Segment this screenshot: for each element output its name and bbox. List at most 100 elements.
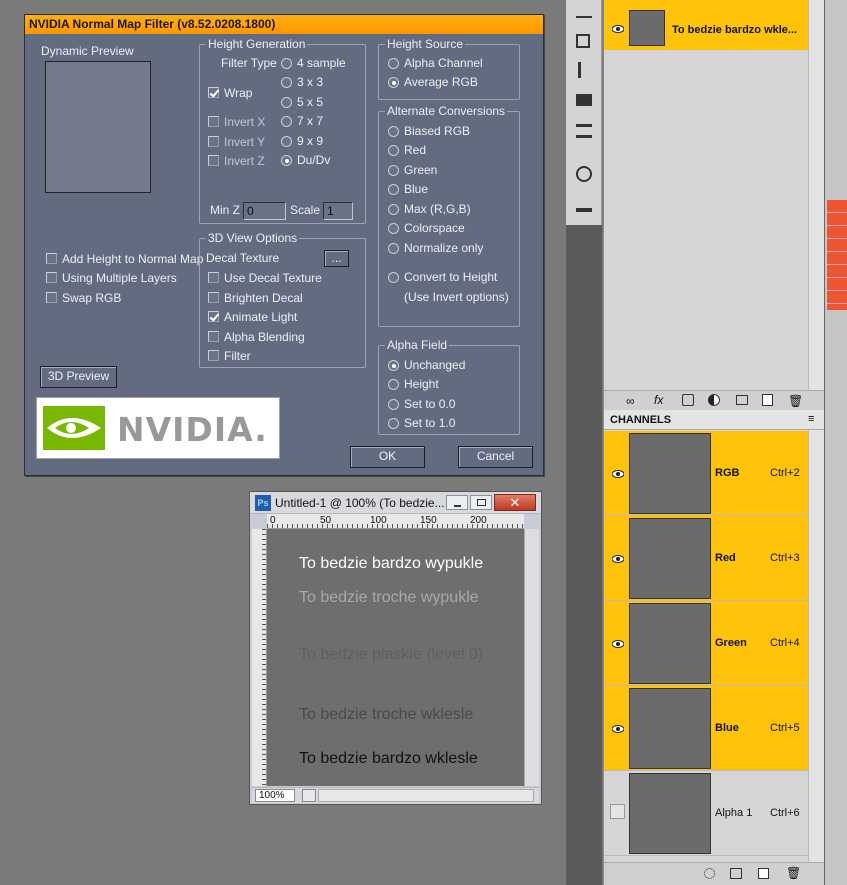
adjust-tools-icon[interactable] (576, 166, 592, 182)
stamp-tool-icon[interactable] (576, 198, 592, 212)
layer-name[interactable]: To bedzie bardzo wkle... (672, 24, 798, 36)
conv-radio-green[interactable] (388, 165, 399, 176)
canvas-text-line-2: To bedzie troche wypukle (299, 589, 479, 606)
filter-label-3x3: 3 x 3 (297, 75, 324, 89)
channel-row-red[interactable]: Red Ctrl+3 (604, 516, 809, 601)
link-layers-icon[interactable]: ∞ (626, 394, 635, 408)
channel-row-rgb[interactable]: RGB Ctrl+2 (604, 431, 809, 516)
ok-button[interactable]: OK (350, 446, 425, 468)
add-mask-icon[interactable] (682, 394, 694, 406)
filter-radio-4sample[interactable] (281, 58, 292, 69)
doc-horizontal-scrollbar[interactable] (318, 789, 534, 802)
invert-x-checkbox[interactable] (208, 116, 219, 127)
animate-light-checkbox[interactable] (208, 311, 219, 322)
panel-icon-strip (566, 0, 602, 225)
brush-tool-icon[interactable] (576, 6, 592, 18)
swatches-strip[interactable] (827, 200, 847, 310)
channels-panel: CHANNELS ≡ RGB Ctrl+2 Red Ctrl+3 Green C… (603, 410, 825, 885)
document-titlebar[interactable]: Ps Untitled-1 @ 100% (To bedzie... ✕ (250, 492, 541, 514)
dialog-title[interactable]: NVIDIA Normal Map Filter (v8.52.0208.180… (25, 15, 543, 34)
layer-visibility-eye-icon[interactable] (611, 22, 625, 33)
new-layer-icon[interactable] (762, 394, 773, 406)
filter-radio-3x3[interactable] (281, 77, 292, 88)
conv-radio-convert-height[interactable] (388, 272, 399, 283)
channel-eye-icon[interactable] (611, 552, 625, 563)
channels-scrollbar[interactable] (808, 430, 824, 862)
alpha-radio-unchanged[interactable] (388, 360, 399, 371)
wrap-checkbox[interactable] (208, 87, 219, 98)
channel-eye-icon[interactable] (611, 467, 625, 478)
document-canvas[interactable]: To bedzie bardzo wypukle To bedzie troch… (267, 529, 524, 786)
filter-checkbox[interactable] (208, 350, 219, 361)
layer-row[interactable]: To bedzie bardzo wkle... (604, 0, 809, 50)
alpha-radio-zero[interactable] (388, 399, 399, 410)
conv-label-blue: Blue (404, 182, 429, 196)
close-icon[interactable]: ✕ (494, 494, 536, 511)
conv-radio-max[interactable] (388, 204, 399, 215)
use-decal-checkbox[interactable] (208, 272, 219, 283)
channel-eye-icon[interactable] (611, 637, 625, 648)
maximize-icon[interactable] (470, 495, 492, 510)
brush-presets-icon[interactable] (578, 62, 588, 78)
conv-radio-biased[interactable] (388, 126, 399, 137)
conv-radio-normalize[interactable] (388, 243, 399, 254)
conv-radio-red[interactable] (388, 145, 399, 156)
tool-presets-icon[interactable] (576, 124, 592, 138)
doc-vertical-scrollbar[interactable] (524, 529, 539, 786)
alpha-radio-height[interactable] (388, 379, 399, 390)
channels-header[interactable]: CHANNELS ≡ (604, 410, 825, 430)
minimize-icon[interactable] (446, 495, 468, 510)
layer-effects-icon[interactable]: fx (654, 393, 664, 407)
conv-label-colorspace: Colorspace (404, 221, 465, 235)
alpha-radio-one[interactable] (388, 418, 399, 429)
height-source-radio-average[interactable] (388, 77, 399, 88)
cancel-button[interactable]: Cancel (458, 446, 533, 468)
alternate-conversions-title: Alternate Conversions (385, 104, 508, 118)
height-source-radio-alpha[interactable] (388, 58, 399, 69)
actions-play-icon[interactable] (576, 94, 592, 106)
channel-row-green[interactable]: Green Ctrl+4 (604, 601, 809, 686)
delete-channel-icon[interactable]: 🗑 (786, 866, 802, 880)
panel-menu-icon[interactable]: ≡ (808, 413, 815, 425)
filter-radio-dudv[interactable] (281, 155, 292, 166)
channel-row-alpha[interactable]: Alpha 1 Ctrl+6 (604, 771, 809, 856)
invert-z-label: Invert Z (224, 154, 265, 168)
channel-row-blue[interactable]: Blue Ctrl+5 (604, 686, 809, 771)
adjustment-layer-icon[interactable] (708, 394, 720, 406)
view3d-title: 3D View Options (206, 231, 300, 245)
conv-radio-colorspace[interactable] (388, 223, 399, 234)
document-window: Ps Untitled-1 @ 100% (To bedzie... ✕ 0 5… (249, 491, 542, 805)
invert-y-checkbox[interactable] (208, 136, 219, 147)
brighten-decal-label: Brighten Decal (224, 291, 303, 305)
channel-shortcut: Ctrl+3 (770, 552, 800, 564)
layers-scrollbar[interactable] (808, 0, 824, 390)
load-selection-icon[interactable] (704, 868, 715, 879)
save-selection-icon[interactable] (730, 868, 742, 879)
dynamic-preview[interactable] (45, 61, 151, 193)
conv-radio-blue[interactable] (388, 184, 399, 195)
channel-visibility-box[interactable] (610, 804, 625, 819)
invert-z-checkbox[interactable] (208, 155, 219, 166)
status-menu-icon[interactable] (302, 789, 316, 802)
brighten-decal-checkbox[interactable] (208, 292, 219, 303)
new-channel-icon[interactable] (758, 868, 769, 879)
filter-radio-7x7[interactable] (281, 116, 292, 127)
filter-radio-9x9[interactable] (281, 136, 292, 147)
preview-3d-button[interactable]: 3D Preview (40, 366, 117, 388)
add-height-checkbox[interactable] (46, 253, 57, 264)
swap-rgb-checkbox[interactable] (46, 292, 57, 303)
delete-layer-icon[interactable]: 🗑 (788, 394, 804, 408)
channel-eye-icon[interactable] (611, 722, 625, 733)
decal-browse-button[interactable]: ... (324, 250, 349, 267)
minz-input[interactable]: 0 (243, 202, 286, 220)
multiple-layers-checkbox[interactable] (46, 272, 57, 283)
channels-tab[interactable]: CHANNELS (610, 414, 672, 426)
clone-source-icon[interactable] (576, 34, 590, 48)
filter-radio-5x5[interactable] (281, 97, 292, 108)
zoom-level-field[interactable]: 100% (255, 789, 295, 802)
channel-shortcut: Ctrl+6 (770, 807, 800, 819)
scale-input[interactable]: 1 (323, 202, 353, 220)
alpha-blending-checkbox[interactable] (208, 331, 219, 342)
new-group-icon[interactable] (736, 395, 748, 405)
alternate-conversions-group: Alternate Conversions (378, 104, 520, 327)
